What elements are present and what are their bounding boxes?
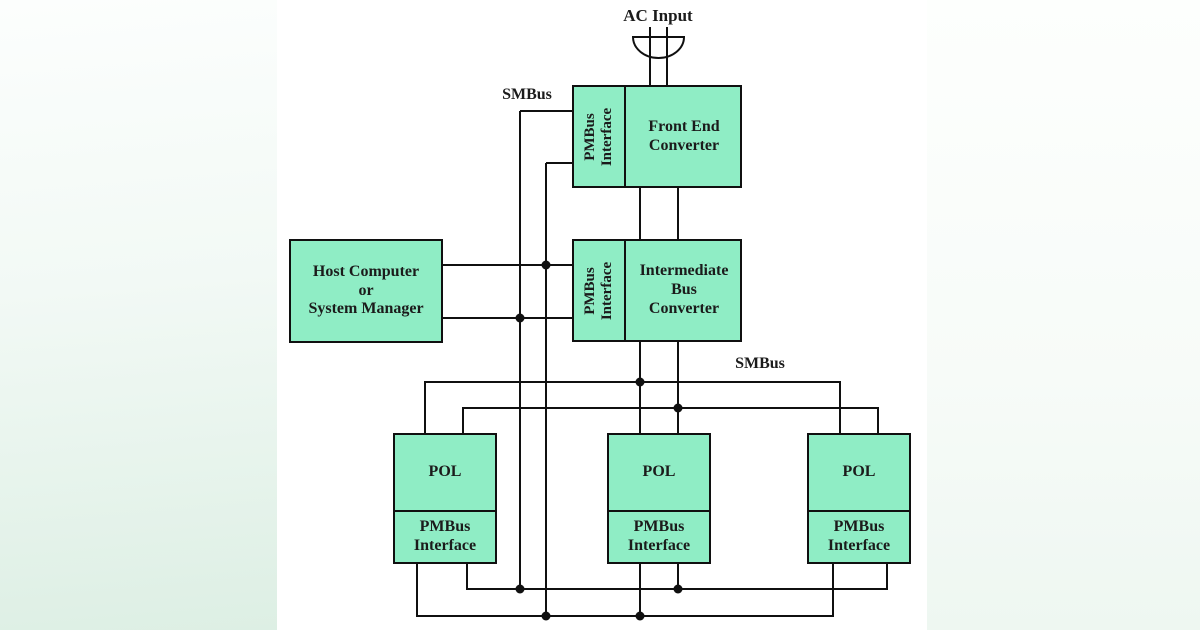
pol1-pmbus-label: PMBus Interface [413,518,477,554]
ac-plug-dome [631,36,686,59]
junction-dot [635,377,645,387]
pol3-body: POL [809,435,909,512]
junction-dot [515,313,525,323]
pol3-pmbus-label: PMBus Interface [827,518,891,554]
pol1-block: POL PMBus Interface [393,433,497,564]
junction-dot [673,403,683,413]
pol2-pmbus-interface: PMBus Interface [609,512,709,562]
front-end-converter-block: PMBus Interface Front End Converter [572,85,742,188]
front-end-pmbus-label: PMBus Interface [582,107,615,166]
front-end-pmbus-interface: PMBus Interface [574,87,626,186]
intermediate-pmbus-interface: PMBus Interface [574,241,626,340]
smbus-label-middle: SMBus [735,355,785,372]
pol2-block: POL PMBus Interface [607,433,711,564]
smbus-label-top: SMBus [502,86,552,103]
pol3-pmbus-interface: PMBus Interface [809,512,909,562]
background-gradient-right [927,0,1200,630]
host-computer-label: Host Computer or System Manager [308,262,424,318]
pol1-body: POL [395,435,495,512]
background-gradient-left [0,0,277,630]
pol1-label: POL [428,463,462,481]
pol2-pmbus-label: PMBus Interface [627,518,691,554]
ac-plug-icon [631,27,686,86]
junction-dot [541,611,551,621]
front-end-converter-body: Front End Converter [628,87,740,186]
intermediate-bus-converter-block: PMBus Interface Intermediate Bus Convert… [572,239,742,342]
pol2-label: POL [642,463,676,481]
junction-dot [673,584,683,594]
wire-bottom-bus-lower [416,563,834,617]
intermediate-converter-label: Intermediate Bus Converter [639,262,729,317]
ac-input-label: AC Input [623,6,693,25]
junction-dot [515,584,525,594]
junction-dot [541,260,551,270]
junction-dot [635,611,645,621]
pol2-body: POL [609,435,709,512]
intermediate-pmbus-label: PMBus Interface [582,261,615,320]
pol3-label: POL [842,463,876,481]
wire-smbus-bus-lower [462,407,879,434]
intermediate-converter-body: Intermediate Bus Converter [628,241,740,340]
host-computer-block: Host Computer or System Manager [289,239,443,343]
pol1-pmbus-interface: PMBus Interface [395,512,495,562]
front-end-converter-label: Front End Converter [648,117,720,154]
pol3-block: POL PMBus Interface [807,433,911,564]
